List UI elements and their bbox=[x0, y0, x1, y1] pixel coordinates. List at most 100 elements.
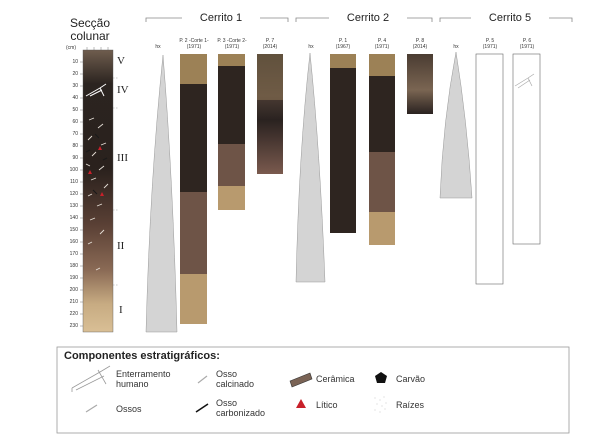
c5-p6-label-name: P. 6 bbox=[522, 38, 532, 44]
c1-p3-label-name: P. 3 -Corte 2- bbox=[217, 38, 247, 44]
section-title-line2: colunar bbox=[70, 29, 110, 43]
legend-title: Componentes estratigráficos: bbox=[64, 350, 220, 362]
c1-p7-label: P. 7 (2014) bbox=[252, 38, 288, 50]
c1-p3-label-year: (1971) bbox=[224, 44, 240, 50]
c5-p6-label: P. 6 (1971) bbox=[509, 38, 545, 50]
group-title-cerrito2: Cerrito 2 bbox=[329, 12, 407, 24]
cerrito5-columns bbox=[439, 51, 541, 285]
depth-tick: 20 bbox=[72, 71, 78, 77]
depth-tick: 90 bbox=[72, 155, 78, 161]
depth-tick: 210 bbox=[69, 299, 78, 305]
human-burial-icon bbox=[71, 365, 111, 392]
depth-tick: 60 bbox=[72, 119, 78, 125]
legend-charcoal: Carvão bbox=[396, 374, 426, 384]
legend-human-burial-line1: Enterramento bbox=[116, 369, 171, 379]
depth-tick: 200 bbox=[69, 287, 78, 293]
c2-p1-label: P. 1 (1967) bbox=[325, 38, 361, 50]
depth-tick: 80 bbox=[72, 143, 78, 149]
carbonized-bone-icon bbox=[195, 403, 209, 413]
c1-p7-column bbox=[257, 54, 283, 174]
depth-tick: 50 bbox=[72, 107, 78, 113]
depth-tick: 110 bbox=[70, 179, 78, 185]
c2-p4-label-year: (1971) bbox=[374, 44, 390, 50]
charcoal-icon bbox=[375, 372, 387, 383]
c2-p1-label-name: P. 1 bbox=[338, 38, 348, 44]
legend-calcined-line2: calcinado bbox=[216, 379, 255, 389]
section-lithic bbox=[88, 146, 104, 196]
c1-p7-label-year: (2014) bbox=[262, 44, 278, 50]
depth-tick: 130 bbox=[69, 203, 78, 209]
c2-p4-label-name: P. 4 bbox=[377, 38, 387, 44]
bone-icon bbox=[85, 404, 98, 413]
c1-p2-label-name: P. 2 -Corte 1- bbox=[179, 38, 209, 44]
depth-tick: 230 bbox=[69, 323, 78, 329]
c1-p3-label: P. 3 -Corte 2- (1971) bbox=[210, 38, 254, 50]
c1-p2-label: P. 2 -Corte 1- (1971) bbox=[172, 38, 216, 50]
legend-human-burial-line2: humano bbox=[116, 379, 149, 389]
legend-human-burial: Enterramento humano bbox=[116, 369, 171, 389]
c2-p1-column bbox=[330, 54, 356, 233]
calcined-bone-icon bbox=[197, 375, 208, 384]
c2-hx-label: hx bbox=[308, 44, 314, 50]
depth-tick: 160 bbox=[69, 239, 78, 245]
layer-label: III bbox=[117, 152, 128, 164]
section-bones bbox=[85, 117, 109, 271]
layer-label: II bbox=[117, 240, 125, 252]
depth-tick: 170 bbox=[69, 251, 78, 257]
group-title-cerrito1: Cerrito 1 bbox=[182, 12, 260, 24]
c1-p7-label-name: P. 7 bbox=[265, 38, 275, 44]
c5-hx-profile bbox=[439, 51, 473, 199]
depth-tick: 100 bbox=[69, 167, 78, 173]
depth-tick: 180 bbox=[69, 263, 78, 269]
section-column bbox=[80, 47, 118, 333]
c5-p5-label-name: P. 5 bbox=[485, 38, 495, 44]
c2-p1-label-year: (1967) bbox=[335, 44, 351, 50]
depth-tick: 190 bbox=[69, 275, 78, 281]
c1-hx-label: hx bbox=[155, 44, 161, 50]
depth-tick: 30 bbox=[72, 83, 78, 89]
legend-roots: Raízes bbox=[396, 400, 425, 410]
depth-tick: 140 bbox=[69, 215, 78, 221]
depth-tick: 220 bbox=[69, 311, 78, 317]
legend-calcined: Osso calcinado bbox=[216, 369, 254, 389]
c5-p5-label: P. 5 (1971) bbox=[472, 38, 508, 50]
depth-tick: 10 bbox=[72, 59, 78, 65]
legend-box bbox=[56, 346, 570, 434]
legend-ceramic: Cerâmica bbox=[316, 374, 355, 384]
c2-p8-column bbox=[407, 54, 433, 114]
legend-carbonized-line1: Osso bbox=[216, 398, 238, 408]
c5-p6-label-year: (1971) bbox=[519, 44, 535, 50]
c5-p6-burial-icon bbox=[514, 73, 535, 89]
depth-tick: 70 bbox=[72, 131, 78, 137]
c2-p8-label: P. 8 (2014) bbox=[402, 38, 438, 50]
c1-p3-column bbox=[218, 54, 245, 210]
c2-p8-label-name: P. 8 bbox=[415, 38, 425, 44]
roots-icon bbox=[374, 396, 387, 413]
c2-p4-label: P. 4 (1971) bbox=[364, 38, 400, 50]
section-title: Secção colunar bbox=[60, 17, 120, 43]
depth-tick: 120 bbox=[69, 191, 78, 197]
layer-label: V bbox=[117, 55, 125, 67]
depth-tick: 150 bbox=[69, 227, 78, 233]
legend-carbonized: Osso carbonizado bbox=[216, 398, 265, 418]
depth-unit: (cm) bbox=[66, 45, 76, 51]
legend-bones: Ossos bbox=[116, 404, 142, 414]
ceramic-icon bbox=[289, 372, 313, 388]
legend-carbonized-line2: carbonizado bbox=[216, 408, 266, 418]
section-burial-icon bbox=[85, 83, 107, 97]
c5-hx-label: hx bbox=[453, 44, 459, 50]
depth-tick: 40 bbox=[72, 95, 78, 101]
c1-p2-column bbox=[180, 54, 207, 324]
legend-calcined-line1: Osso bbox=[216, 369, 238, 379]
c5-p6-column bbox=[512, 53, 541, 245]
section-carbonized-bones bbox=[85, 133, 108, 195]
layer-label: I bbox=[119, 304, 123, 316]
layer-label: IV bbox=[117, 84, 129, 96]
legend-lithic: Lítico bbox=[316, 400, 338, 410]
c1-hx-profile bbox=[145, 54, 178, 333]
section-title-line1: Secção bbox=[69, 16, 111, 30]
c2-hx-profile bbox=[295, 52, 326, 283]
c5-p5-label-year: (1971) bbox=[482, 44, 498, 50]
c2-p8-label-year: (2014) bbox=[412, 44, 428, 50]
